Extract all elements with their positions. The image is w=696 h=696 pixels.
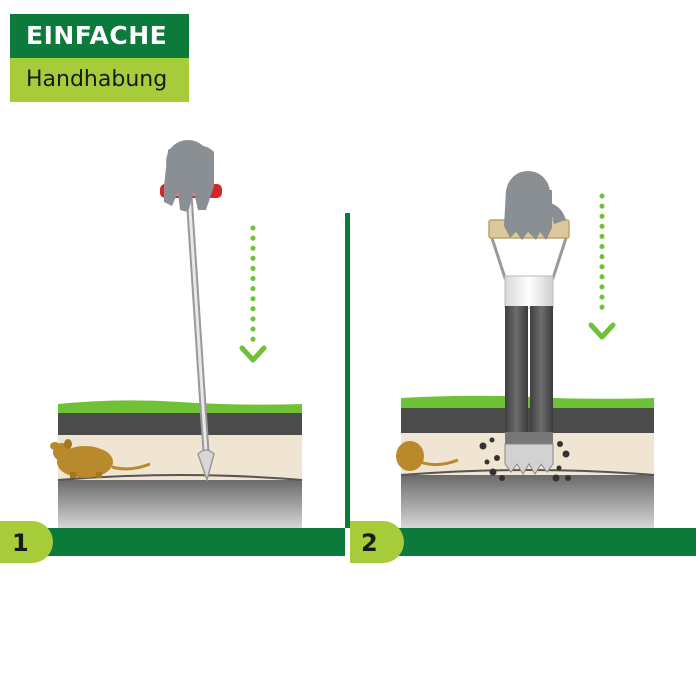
mole-icon: [396, 441, 459, 471]
step-number-2: 2: [361, 529, 378, 557]
arrow-down-icon: [588, 193, 616, 340]
step-number-1: 1: [12, 529, 29, 557]
hand-icon: [488, 171, 570, 240]
arrow-down-icon: [239, 225, 267, 363]
strip-divider: [345, 528, 350, 556]
header-title: EINFACHE: [10, 14, 190, 58]
panel-divider: [345, 213, 350, 528]
soil-crumbs: [479, 437, 571, 482]
ground-cross-section-1: [57, 400, 303, 528]
trap-tube: [488, 231, 570, 475]
ground-cross-section-2: [400, 395, 655, 528]
probe-rod: [185, 191, 215, 483]
mole-icon: [50, 439, 151, 478]
header-subtitle: Handhabung: [10, 58, 190, 102]
hand-icon: [160, 140, 222, 212]
panel-2: [396, 171, 655, 528]
panel-1: [50, 140, 303, 528]
step-badge-1: 1: [0, 521, 53, 563]
step-badge-2: 2: [350, 521, 404, 563]
